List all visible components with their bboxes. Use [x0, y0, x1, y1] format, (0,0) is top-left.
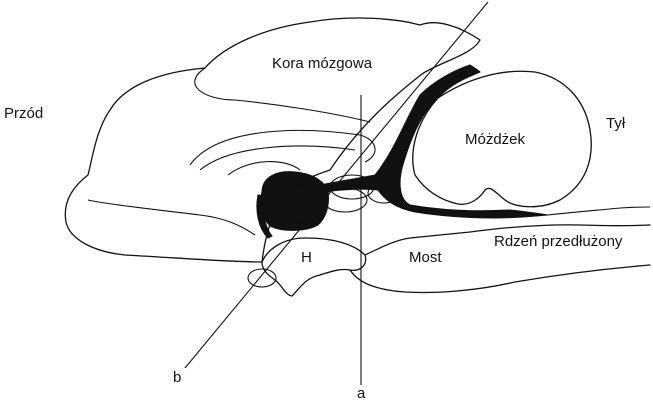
brainstem-lower	[350, 265, 650, 293]
label-thalamus: T	[291, 199, 300, 216]
medulla-top	[548, 207, 650, 215]
label-section-a: a	[357, 385, 366, 401]
label-hypothalamus: H	[301, 249, 312, 266]
label-medulla: Rdzeń przedłużony	[494, 233, 623, 250]
midbrain-ellipse-3	[323, 188, 367, 212]
label-pons: Most	[409, 249, 442, 266]
anterior-inner-curve	[88, 200, 255, 235]
corpus-callosum-arc	[195, 68, 370, 122]
label-back: Tył	[606, 115, 626, 132]
label-section-b: b	[173, 369, 181, 386]
label-cerebellum: Móżdżek	[465, 131, 526, 148]
hypothalamus-outline	[262, 238, 366, 296]
label-cortex: Kora mózgowa	[272, 55, 373, 72]
label-front: Przód	[4, 105, 43, 122]
